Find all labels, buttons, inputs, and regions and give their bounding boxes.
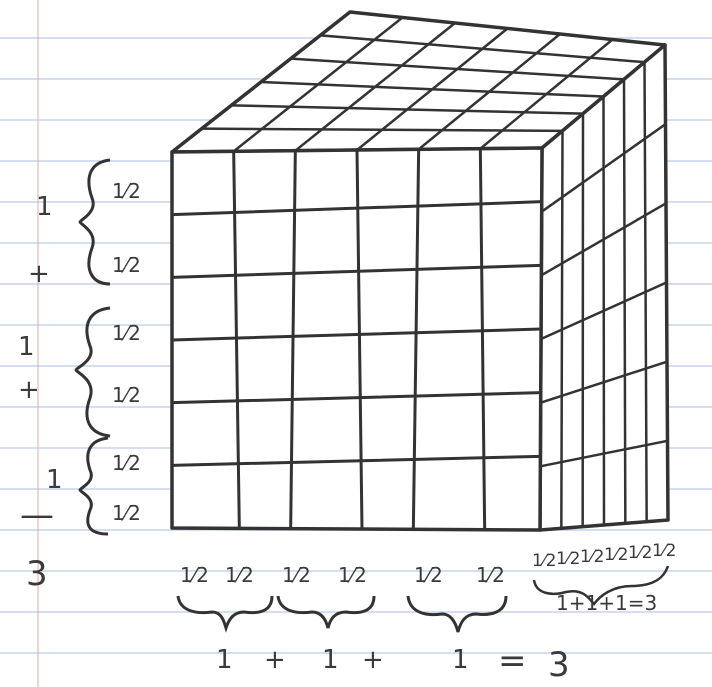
bottom-half-1: 1⁄2	[180, 563, 209, 587]
side-half-4: 1⁄2	[604, 545, 628, 565]
sum-three: 3	[548, 645, 570, 685]
side-half-6: 1⁄2	[652, 541, 676, 561]
bottom-front-annotations: 1⁄2 1⁄2 1⁄2 1⁄2 1⁄2 1⁄2 1 + 1 + 1 = 3	[178, 563, 570, 685]
side-half-1: 1⁄2	[532, 551, 556, 571]
bottom-half-3: 1⁄2	[282, 563, 311, 587]
bottom-half-4: 1⁄2	[338, 563, 367, 587]
left-half-2a: 1⁄2	[112, 321, 141, 345]
side-half-2: 1⁄2	[556, 549, 580, 569]
side-sum: 1+1+1=3	[556, 591, 657, 615]
side-half-5: 1⁄2	[628, 543, 652, 563]
left-half-3b: 1⁄2	[112, 501, 141, 525]
left-brace-3	[80, 438, 108, 534]
left-one-3: 1	[46, 465, 63, 495]
sum-plus-1: +	[264, 645, 286, 675]
bottom-half-5: 1⁄2	[414, 563, 443, 587]
left-one-1: 1	[36, 192, 53, 222]
left-brace-1	[80, 160, 110, 284]
left-plus-2: +	[18, 375, 40, 405]
side-half-3: 1⁄2	[580, 547, 604, 567]
sum-one-2: 1	[322, 645, 339, 675]
bottom-half-6: 1⁄2	[476, 563, 505, 587]
bottom-brace-3	[408, 596, 506, 632]
left-half-2b: 1⁄2	[112, 383, 141, 407]
left-half-1b: 1⁄2	[112, 253, 141, 277]
bottom-half-2: 1⁄2	[225, 563, 254, 587]
sum-plus-2: +	[362, 645, 384, 675]
sum-equals: =	[498, 641, 527, 681]
sum-one-3: 1	[452, 645, 469, 675]
sum-one-1: 1	[216, 645, 233, 675]
left-brace-2	[76, 308, 110, 436]
bottom-side-annotations: 1⁄2 1⁄2 1⁄2 1⁄2 1⁄2 1⁄2 1+1+1=3	[532, 541, 676, 615]
left-bar: —	[20, 495, 54, 535]
left-three: 3	[26, 554, 48, 594]
left-one-2: 1	[18, 332, 35, 362]
left-half-1a: 1⁄2	[112, 179, 141, 203]
left-plus-1: +	[28, 259, 50, 289]
left-annotations: 1 + 1⁄2 1⁄2 1 + 1⁄2 1⁄2 1 — 3 1⁄2 1⁄2	[18, 160, 141, 594]
left-half-3a: 1⁄2	[112, 451, 141, 475]
